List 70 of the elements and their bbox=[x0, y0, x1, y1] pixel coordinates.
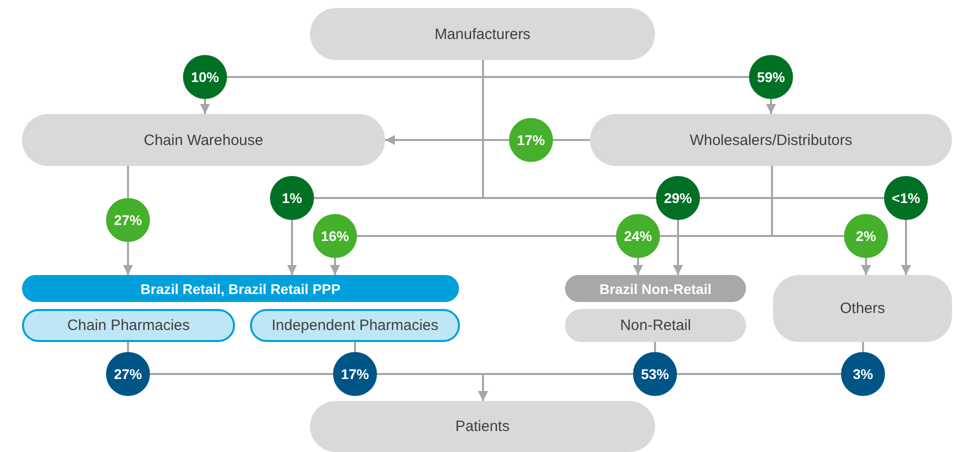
stage-box bbox=[22, 309, 235, 342]
percentage-circle bbox=[616, 214, 660, 258]
percentage-circle bbox=[313, 214, 357, 258]
connector-line bbox=[677, 373, 841, 375]
connector-line bbox=[127, 166, 129, 198]
connector-line bbox=[482, 60, 656, 199]
connector-line bbox=[654, 342, 656, 352]
connector-line bbox=[862, 342, 864, 352]
flow-arrow bbox=[287, 220, 297, 275]
percentage-label: <1% bbox=[892, 190, 920, 206]
stage-box bbox=[22, 114, 385, 166]
stage-label: Wholesalers/Distributors bbox=[690, 132, 852, 148]
connector-line bbox=[357, 235, 616, 237]
percentage-circle bbox=[633, 352, 677, 396]
stage-box bbox=[565, 275, 746, 302]
connector-line bbox=[354, 342, 356, 352]
flow-arrow bbox=[385, 135, 509, 145]
percentage-circle bbox=[844, 214, 888, 258]
percentage-circle bbox=[656, 176, 700, 220]
stage-label: Chain Warehouse bbox=[144, 132, 264, 148]
stage-label: Brazil Non-Retail bbox=[599, 280, 712, 296]
stage-label: Patients bbox=[455, 418, 510, 435]
percentage-label: 27% bbox=[114, 212, 142, 228]
percentage-label: 17% bbox=[340, 366, 370, 382]
percentage-circle bbox=[183, 55, 227, 99]
stage-label: Independent Pharmacies bbox=[272, 317, 438, 334]
percentage-label: 2% bbox=[856, 228, 876, 244]
percentage-circle bbox=[333, 352, 377, 396]
flow-arrow bbox=[200, 99, 210, 114]
stage-box bbox=[565, 309, 746, 342]
percentage-label: 10% bbox=[190, 69, 220, 85]
percentage-label: 24% bbox=[624, 228, 652, 244]
flow-arrow bbox=[901, 220, 911, 275]
percentage-circle bbox=[884, 176, 928, 220]
stage-label: Brazil Retail, Brazil Retail PPP bbox=[140, 280, 340, 296]
connector-line bbox=[150, 373, 333, 375]
stage-box bbox=[310, 8, 655, 60]
percentage-label: 53% bbox=[640, 366, 670, 382]
percentage-circle bbox=[749, 55, 793, 99]
percentage-label: 16% bbox=[320, 228, 350, 244]
stage-label: Others bbox=[840, 300, 885, 317]
percentage-label: 1% bbox=[282, 190, 302, 206]
percentage-circle bbox=[841, 352, 885, 396]
percentage-label: 27% bbox=[114, 366, 142, 382]
connector-line bbox=[127, 342, 129, 352]
channel-bar bbox=[22, 275, 459, 302]
flow-arrow bbox=[861, 258, 871, 275]
percentage-label: 3% bbox=[852, 366, 874, 382]
stage-label: Manufacturers bbox=[434, 26, 530, 42]
percentage-circle bbox=[106, 198, 150, 242]
stage-box bbox=[773, 275, 952, 342]
stage-label: Chain Pharmacies bbox=[67, 317, 190, 334]
percentage-circle bbox=[106, 352, 150, 396]
connector-line bbox=[553, 139, 590, 141]
flow-arrow bbox=[478, 373, 633, 401]
percentage-label: 59% bbox=[756, 69, 786, 85]
percentage-label: 17% bbox=[516, 132, 546, 148]
stage-box bbox=[310, 401, 655, 452]
flow-arrow bbox=[766, 99, 776, 114]
stage-label: Non-Retail bbox=[620, 317, 691, 334]
percentage-label: 29% bbox=[664, 190, 692, 206]
connector-line bbox=[700, 197, 884, 199]
flow-arrow bbox=[330, 258, 340, 275]
flow-arrow bbox=[123, 242, 133, 275]
stage-box bbox=[590, 114, 952, 166]
stage-box bbox=[250, 309, 460, 342]
percentage-circle bbox=[509, 118, 553, 162]
flow-arrow bbox=[633, 258, 643, 275]
percentage-circle bbox=[270, 176, 314, 220]
flow-arrow bbox=[673, 220, 683, 275]
